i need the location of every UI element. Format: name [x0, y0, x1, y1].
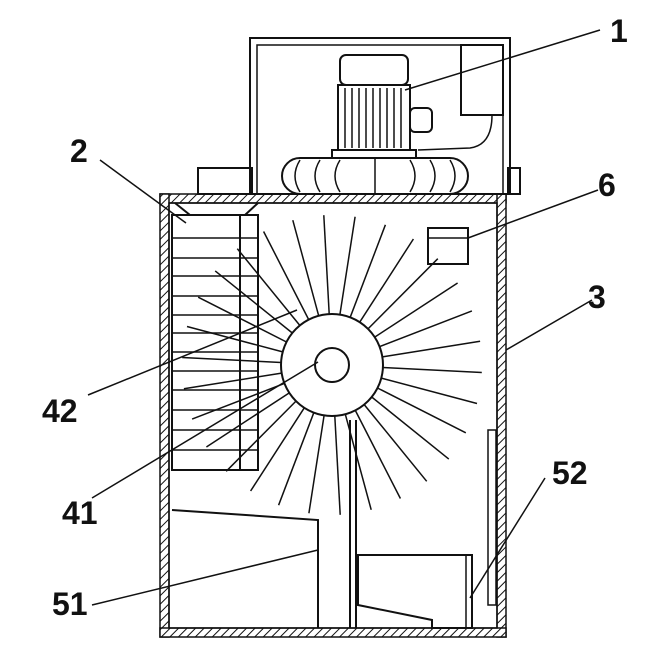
leader-51 — [91, 549, 319, 606]
callout-2: 2 — [70, 133, 88, 169]
leader-42 — [87, 309, 298, 396]
callout-52: 52 — [552, 455, 588, 491]
bristle-18 — [214, 270, 293, 334]
callout-1: 1 — [610, 13, 628, 49]
left-mount-block — [197, 167, 253, 195]
bristle-16 — [186, 325, 283, 353]
bristle-5 — [354, 410, 402, 499]
bristle-27 — [374, 282, 459, 338]
leader-6 — [467, 189, 599, 239]
bristle-7 — [334, 415, 341, 515]
bristle-0 — [382, 366, 482, 374]
left-collection-tray — [171, 509, 319, 628]
bristle-8 — [308, 415, 325, 514]
bristle-10 — [249, 407, 305, 492]
housing-left-wall — [159, 193, 170, 638]
callout-41: 41 — [62, 495, 98, 531]
housing-top-wall — [159, 193, 507, 204]
motor-fins — [344, 88, 402, 148]
bristle-25 — [359, 238, 415, 323]
leader-41 — [91, 361, 319, 499]
rotor-assembly — [182, 215, 482, 515]
bristle-2 — [377, 387, 467, 434]
bristle-9 — [277, 412, 315, 506]
housing-right-wall — [496, 193, 507, 638]
fan-blades — [294, 158, 456, 194]
leader-52 — [469, 477, 546, 599]
bristle-4 — [363, 404, 428, 482]
callout-6: 6 — [598, 167, 616, 203]
bristle-23 — [339, 216, 356, 315]
leader-lines — [87, 29, 601, 606]
bristle-24 — [349, 224, 387, 318]
bristle-11 — [225, 400, 297, 472]
bristle-22 — [323, 215, 330, 315]
motor-junction-box — [409, 107, 433, 133]
bristle-17 — [197, 296, 287, 343]
bristle-20 — [262, 231, 310, 320]
callout-labels: 1 2 6 3 42 41 52 51 — [42, 13, 628, 622]
rotor-shaft — [314, 347, 350, 383]
motor-assembly — [197, 37, 521, 195]
filter-hood — [174, 202, 259, 216]
filter-body — [171, 214, 259, 471]
callout-3: 3 — [588, 279, 606, 315]
housing-inner-outline — [168, 202, 498, 629]
motor-top-cap — [339, 54, 409, 86]
bristle-1 — [381, 377, 478, 405]
callout-42: 42 — [42, 393, 78, 429]
motor-body — [337, 84, 411, 151]
bristle-14 — [183, 372, 282, 390]
cable — [417, 114, 493, 151]
bristle-29 — [382, 340, 481, 358]
bristle-26 — [367, 258, 439, 330]
housing-bottom-wall — [159, 627, 507, 638]
sensor-box — [427, 227, 469, 265]
callout-51: 51 — [52, 586, 88, 622]
leader-2 — [99, 159, 187, 224]
filter-slats — [172, 237, 258, 451]
bristle-28 — [379, 310, 473, 348]
bristle-21 — [292, 220, 320, 316]
motor-base — [331, 149, 417, 159]
right-collection-tray — [357, 554, 473, 629]
partition — [349, 420, 357, 628]
filter-stack — [171, 202, 259, 471]
bristle-12 — [205, 392, 290, 448]
bristle-15 — [182, 356, 282, 364]
leader-1 — [404, 29, 601, 91]
leader-3 — [505, 299, 593, 351]
right-mount-block — [507, 167, 521, 195]
rotor-bristles — [182, 215, 482, 515]
control-box — [460, 44, 504, 116]
right-wall-slot — [487, 429, 497, 606]
bristle-3 — [371, 396, 450, 460]
bristle-13 — [191, 382, 285, 420]
